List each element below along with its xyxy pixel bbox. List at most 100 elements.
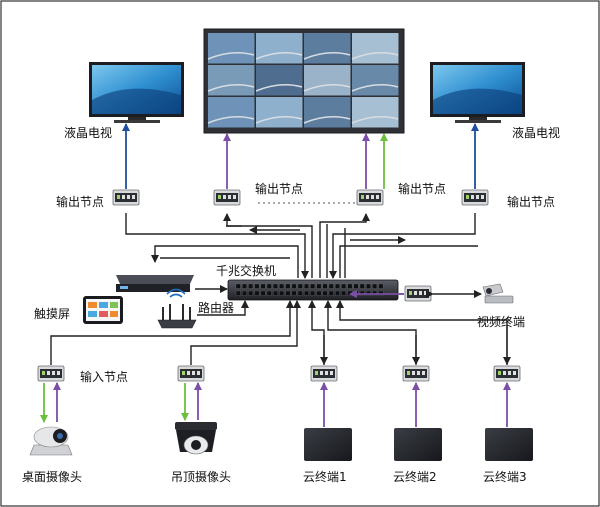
- switch-port: [304, 283, 309, 289]
- video-wall-tile-detail: [255, 84, 303, 92]
- cloud-node-3-device: [493, 365, 521, 382]
- switch-port: [260, 283, 266, 289]
- switch-port: [260, 290, 266, 296]
- switch-port: [235, 283, 241, 289]
- switch-port: [335, 283, 340, 289]
- network-lines-bottom: [50, 300, 511, 365]
- label-lcd-tv-left: 液晶电视: [64, 125, 112, 140]
- ceiling-camera-device: [175, 422, 217, 455]
- switch-port: [266, 283, 272, 289]
- video-wall-tile: [304, 33, 351, 64]
- label-output-node-1: 输出节点: [56, 194, 104, 209]
- video-wall-tile-detail: [303, 52, 351, 60]
- input-node-2-device: [177, 365, 205, 382]
- label-output-node-3: 输出节点: [398, 181, 446, 196]
- switch-port: [248, 283, 254, 289]
- switch-port: [366, 283, 371, 289]
- video-wall-tile: [352, 65, 399, 96]
- network-lines-top: [125, 213, 478, 279]
- label-output-node-4: 输出节点: [507, 194, 555, 209]
- video-wall-tile: [208, 97, 255, 128]
- video-wall-tile-detail: [207, 52, 255, 60]
- switch-port: [347, 283, 353, 289]
- switch-port: [279, 283, 285, 289]
- switch-port: [316, 290, 322, 296]
- switch-port: [291, 290, 297, 296]
- desktop-camera-device: [29, 426, 73, 456]
- label-lcd-tv-right: 液晶电视: [512, 125, 560, 140]
- cloud-node-2-device: [402, 365, 430, 382]
- video-wall-tile-detail: [351, 52, 399, 60]
- video-wall-tile-detail: [351, 84, 399, 92]
- output-node-4-device: [461, 189, 489, 206]
- cloud-node-1-device: [310, 365, 338, 382]
- switch-port: [322, 290, 328, 296]
- video-wall-tile-detail: [303, 84, 351, 92]
- output-node-1-device: [112, 189, 140, 206]
- video-wall-tile: [352, 33, 399, 64]
- input-node-1-device: [37, 365, 65, 382]
- gigabit-switch-device: [227, 279, 399, 301]
- switch-port: [353, 283, 359, 289]
- cloud-terminal-1-device: [304, 428, 352, 461]
- switch-port: [310, 283, 316, 289]
- switch-port: [242, 290, 247, 296]
- video-wall-tile: [256, 33, 303, 64]
- switch-port: [328, 290, 334, 296]
- switch-port: [297, 283, 303, 289]
- touch-screen-device: [83, 296, 123, 324]
- switch-port: [335, 290, 340, 296]
- label-touch-screen: 触摸屏: [34, 307, 70, 321]
- switch-port: [285, 283, 291, 289]
- video-wall-tile-detail: [351, 116, 399, 124]
- video-wall-tile-detail: [255, 52, 303, 60]
- switch-port: [248, 290, 254, 296]
- label-video-terminal: 视频终端: [477, 314, 525, 329]
- video-wall-tile: [208, 33, 255, 64]
- switch-port: [372, 283, 378, 289]
- label-output-node-2: 输出节点: [255, 181, 303, 196]
- switch-port: [328, 283, 334, 289]
- switch-port: [266, 290, 272, 296]
- label-cloud-terminal-3: 云终端3: [483, 469, 527, 484]
- switch-port: [273, 290, 278, 296]
- switch-port: [316, 283, 322, 289]
- cloud-terminal-2-device: [394, 428, 442, 461]
- switch-port: [285, 290, 291, 296]
- switch-port: [322, 283, 328, 289]
- video-wall-tile: [256, 97, 303, 128]
- label-cloud-terminal-2: 云终端2: [393, 469, 437, 484]
- switch-port: [341, 290, 347, 296]
- switch-port: [273, 283, 278, 289]
- label-gigabit-switch: 千兆交换机: [216, 263, 276, 278]
- router-device: [157, 288, 197, 329]
- video-wall-tile: [352, 97, 399, 128]
- switch-port: [242, 283, 247, 289]
- switch-port: [235, 290, 241, 296]
- switch-port: [310, 290, 316, 296]
- switch-port: [297, 290, 303, 296]
- video-wall-tile-detail: [303, 116, 351, 124]
- line-router-switch: [197, 300, 249, 316]
- video-terminal-device: [404, 283, 514, 304]
- video-wall: [203, 28, 405, 134]
- label-desktop-camera: 桌面摄像头: [22, 469, 82, 484]
- video-wall-tile: [304, 97, 351, 128]
- label-input-node: 输入节点: [80, 369, 128, 384]
- cloud-terminal-3-device: [485, 428, 533, 461]
- switch-port: [359, 283, 365, 289]
- label-cloud-terminal-1: 云终端1: [303, 469, 347, 484]
- switch-port: [279, 290, 285, 296]
- output-node-3-device: [356, 189, 384, 206]
- label-ceiling-camera: 吊顶摄像头: [171, 469, 231, 484]
- output-node-2-device: [213, 189, 241, 206]
- video-wall-tile-detail: [207, 84, 255, 92]
- lcd-tv-left: [89, 62, 184, 123]
- server-box: [116, 275, 194, 292]
- lcd-tv-right: [430, 62, 525, 123]
- switch-port: [254, 283, 260, 289]
- switch-port: [254, 290, 260, 296]
